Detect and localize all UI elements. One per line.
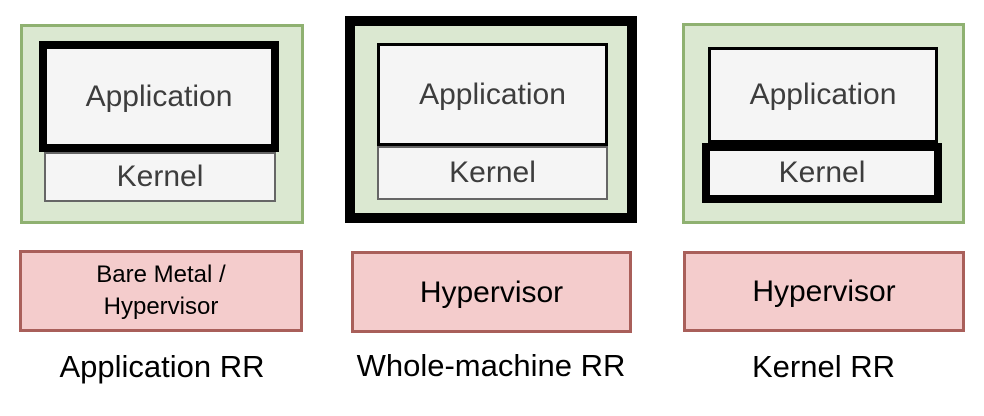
- platform-label-line: Hypervisor: [103, 293, 219, 320]
- kernel-label: Kernel: [449, 156, 536, 189]
- application-label: Application: [419, 77, 566, 111]
- application-rr-kernel-box: Kernel: [44, 152, 276, 202]
- kernel-rr-caption: Kernel RR: [752, 349, 895, 384]
- whole-machine-rr-platform-box: Hypervisor: [351, 251, 632, 333]
- application-label: Application: [749, 78, 897, 111]
- whole-machine-rr-kernel-box: Kernel: [377, 146, 608, 200]
- whole-machine-rr-application-box: Application: [377, 43, 608, 146]
- kernel-rr-platform-box: Hypervisor: [683, 251, 965, 332]
- platform-label-line: Hypervisor: [752, 275, 896, 308]
- application-rr-application-box: Application: [39, 41, 279, 152]
- application-rr-platform-box: Bare Metal / Hypervisor: [19, 250, 303, 332]
- kernel-label: Kernel: [116, 160, 204, 193]
- kernel-rr-kernel-box: Kernel: [702, 143, 942, 203]
- platform-label-line: Hypervisor: [419, 275, 564, 309]
- kernel-label: Kernel: [778, 156, 866, 189]
- application-rr-caption: Application RR: [59, 349, 265, 384]
- application-label: Application: [85, 79, 233, 113]
- kernel-rr-application-box: Application: [708, 47, 938, 143]
- platform-label-line: Bare Metal /: [96, 261, 226, 288]
- whole-machine-rr-caption: Whole-machine RR: [356, 348, 626, 383]
